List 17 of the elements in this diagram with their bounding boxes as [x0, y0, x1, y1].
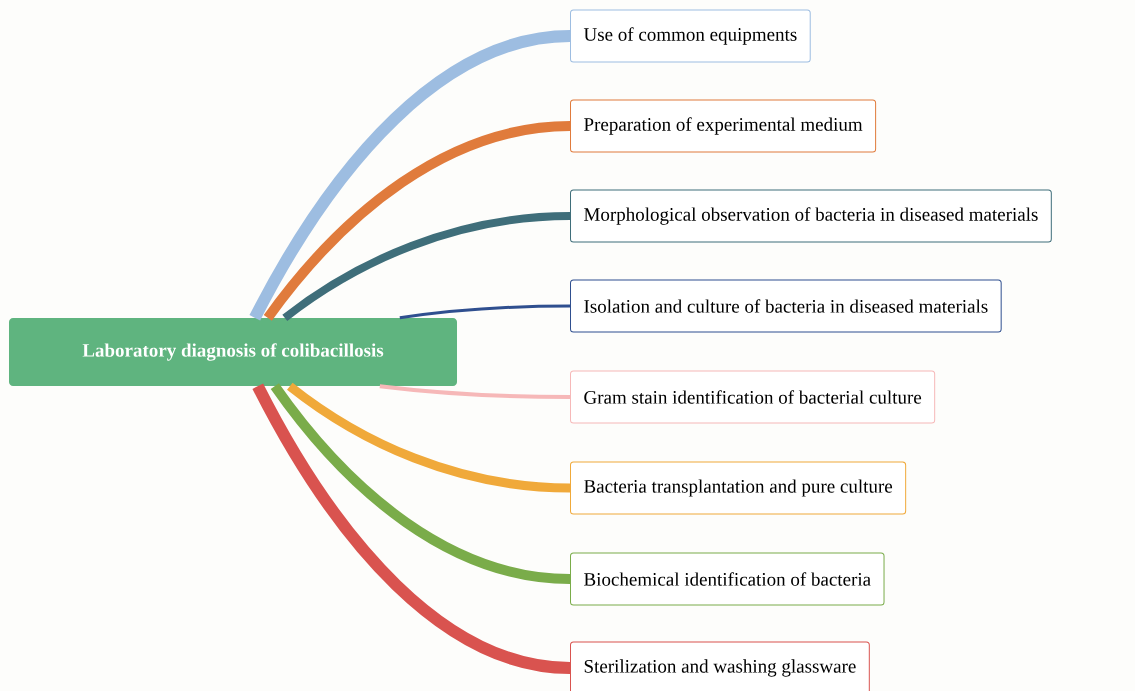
topic-box: Bacteria transplantation and pure culture: [570, 461, 907, 515]
connector: [282, 212, 571, 321]
topic-box: Biochemical identification of bacteria: [570, 552, 885, 606]
topic-box: Use of common equipments: [570, 9, 811, 63]
connector: [399, 304, 570, 320]
topic-box: Sterilization and washing glassware: [570, 641, 870, 691]
topic-box: Preparation of experimental medium: [570, 99, 877, 153]
topic-box: Isolation and culture of bacteria in diseased materials: [570, 279, 1002, 333]
connector: [263, 121, 571, 321]
connector: [249, 30, 571, 321]
connector: [287, 382, 571, 493]
root-box: Laboratory diagnosis of colibacillosis: [9, 318, 457, 386]
topic-box: Morphological observation of bacteria in diseased materials: [570, 189, 1052, 243]
connector: [252, 383, 571, 674]
connector: [270, 383, 571, 584]
topic-box: Gram stain identification of bacterial culture: [570, 370, 936, 424]
connector: [379, 384, 571, 399]
